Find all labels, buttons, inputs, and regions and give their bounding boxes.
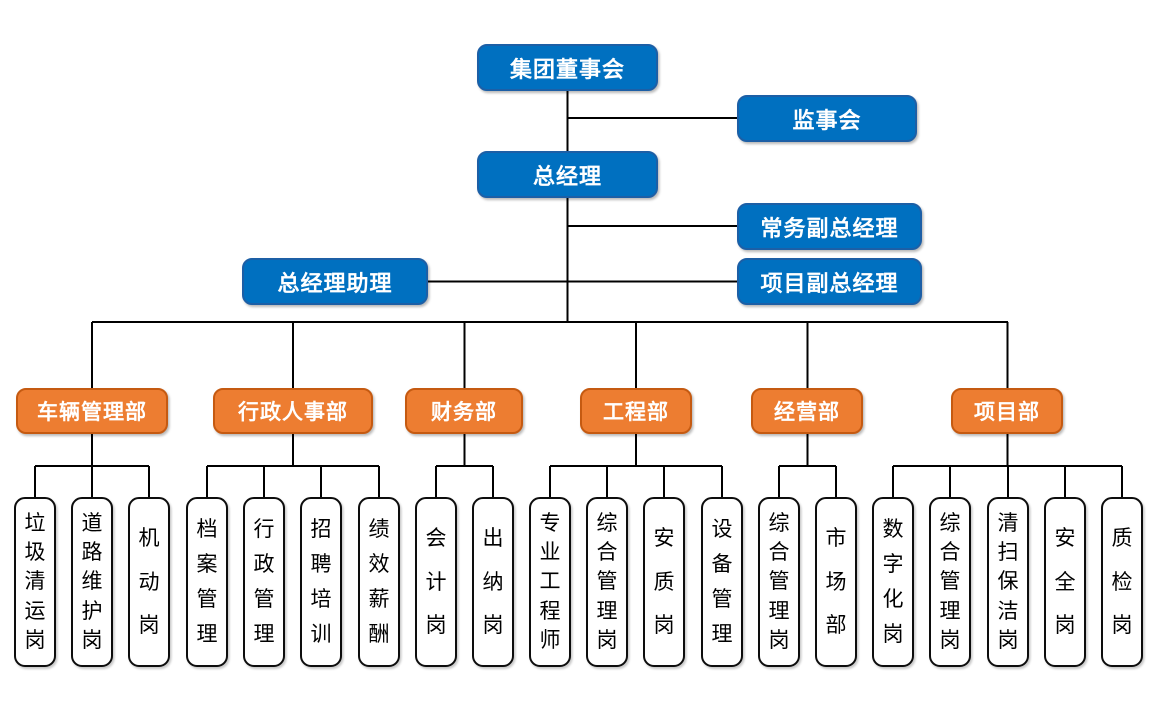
position-box-road-maintenance: 道路维护岗 [71,497,113,667]
position-label: 道路维护岗 [81,512,103,652]
node-project-deputy-gm: 项目副总经理 [737,258,922,305]
dept-project: 项目部 [951,388,1063,434]
position-box-archives: 档案管理 [186,497,228,667]
position-box-garbage-removal: 垃圾清运岗 [14,497,56,667]
position-box-admin-mgmt: 行政管理 [243,497,285,667]
position-label: 质检岗 [1111,526,1133,638]
position-label: 绩效薪酬 [368,518,390,646]
position-label: 安全岗 [1054,526,1076,638]
dept-admin-hr: 行政人事部 [213,388,373,434]
position-box-safety-quality: 安质岗 [643,497,685,667]
position-label: 会计岗 [425,526,447,638]
position-label: 档案管理 [196,518,218,646]
dept-engineering: 工程部 [580,388,692,434]
position-label: 行政管理 [253,518,275,646]
position-box-cashier: 出纳岗 [472,497,514,667]
position-box-professional-engineer: 专业工程师 [529,497,571,667]
node-board: 集团董事会 [477,44,658,91]
dept-vehicle-management: 车辆管理部 [16,388,168,434]
position-box-equipment-mgmt: 设备管理 [701,497,743,667]
position-box-digitalization: 数字化岗 [872,497,914,667]
position-label: 市场部 [825,526,847,638]
node-supervisory-board: 监事会 [737,95,917,142]
position-box-accountant: 会计岗 [415,497,457,667]
position-box-general-mgmt-eng: 综合管理岗 [586,497,628,667]
position-label: 综合管理岗 [768,512,790,652]
position-label: 垃圾清运岗 [24,512,46,652]
position-box-general-mgmt-proj: 综合管理岗 [929,497,971,667]
node-gm-assistant: 总经理助理 [242,258,428,305]
position-box-quality-inspection: 质检岗 [1101,497,1143,667]
position-label: 机动岗 [138,526,160,638]
position-box-cleaning: 清扫保洁岗 [987,497,1029,667]
position-label: 出纳岗 [482,526,504,638]
position-label: 综合管理岗 [596,512,618,652]
position-label: 综合管理岗 [939,512,961,652]
dept-finance: 财务部 [405,388,523,434]
position-label: 设备管理 [711,518,733,646]
position-label: 清扫保洁岗 [997,512,1019,652]
position-label: 招聘培训 [310,518,332,646]
dept-operations: 经营部 [751,388,863,434]
position-label: 安质岗 [653,526,675,638]
position-box-performance-pay: 绩效薪酬 [358,497,400,667]
position-label: 数字化岗 [882,518,904,646]
node-general-manager: 总经理 [477,151,658,198]
position-box-safety: 安全岗 [1044,497,1086,667]
position-box-recruit-training: 招聘培训 [300,497,342,667]
position-box-mobile: 机动岗 [128,497,170,667]
position-box-market: 市场部 [815,497,857,667]
position-label: 专业工程师 [539,512,561,652]
position-box-general-mgmt-ops: 综合管理岗 [758,497,800,667]
node-executive-deputy-gm: 常务副总经理 [737,203,922,250]
